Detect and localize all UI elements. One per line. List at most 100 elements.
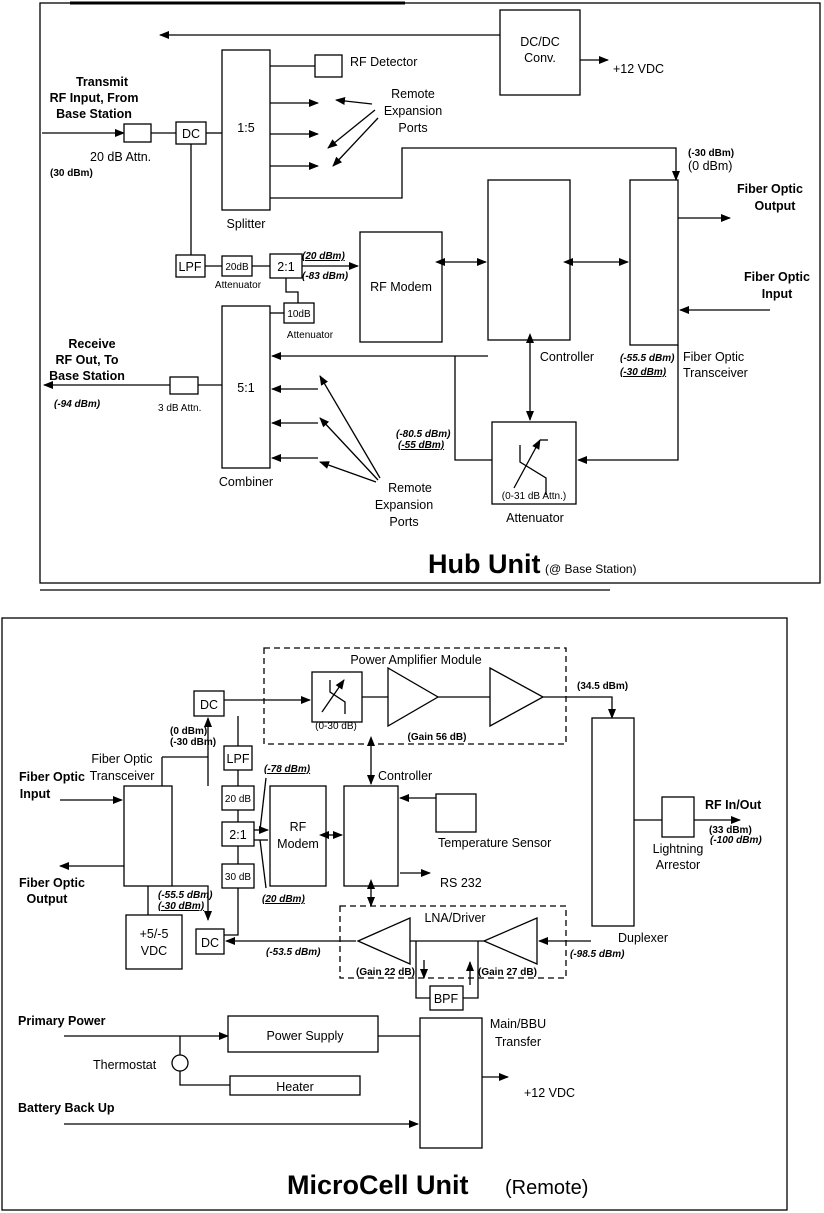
- combiner-box: [221, 305, 271, 469]
- microcell-unit: Power Amplifier Module (0-30 dB) (Gain 5…: [1, 617, 788, 1211]
- hub-rf-modem-box: [359, 231, 443, 343]
- hub-comb21-label: 2:1: [277, 260, 294, 274]
- power-supply-box: [227, 1015, 379, 1053]
- remote-ports-top-2: Expansion: [384, 104, 442, 118]
- primary-power-label: Primary Power: [18, 1014, 106, 1028]
- splitter-label: Splitter: [227, 217, 266, 231]
- micro-controller-label: Controller: [378, 769, 432, 783]
- micro-lvl-m535: (-53.5 dBm): [266, 947, 321, 958]
- lightning-label-1: Lightning: [653, 842, 704, 856]
- variable-attenuator-icon: [519, 445, 547, 495]
- hub-lvl-m30: (-30 dBm): [620, 367, 667, 378]
- hub-level-top-b: (0 dBm): [688, 159, 732, 173]
- micro-rf-modem-box: [269, 785, 327, 887]
- hub-12vdc-label: +12 VDC: [613, 62, 664, 76]
- hub-subtitle: (@ Base Station): [545, 562, 637, 576]
- micro-att20-box: [221, 785, 255, 811]
- micro-title: MicroCell Unit: [287, 1170, 469, 1200]
- micro-frame: [1, 617, 788, 1211]
- lna-label: LNA/Driver: [424, 911, 485, 925]
- remote-ports-bottom-3: Ports: [389, 515, 418, 529]
- hub-lvl-m555: (-55.5 dBm): [620, 353, 675, 364]
- psu-5v-box: [125, 914, 183, 970]
- rf-detector-box: [314, 54, 343, 78]
- micro-lvl-33: (33 dBm): [709, 825, 752, 836]
- micro-lvl-20: (20 dBm): [262, 894, 305, 905]
- hub-level-top-a: (-30 dBm): [688, 148, 734, 159]
- receive-output-2: RF Out, To: [56, 353, 119, 367]
- psu-5v-label-1: +5/-5: [140, 927, 169, 941]
- duplexer-label: Duplexer: [618, 931, 668, 945]
- attn3-box: [169, 376, 199, 395]
- remote-ports-top-1: Remote: [391, 87, 435, 101]
- pam-att-range: (0-30 dB): [315, 721, 357, 732]
- thermostat-icon: [171, 1054, 189, 1072]
- micro-att30-box: [221, 863, 255, 889]
- micro-att30-label: 30 dB: [225, 872, 251, 883]
- micro-subtitle: (Remote): [505, 1177, 588, 1199]
- hub-att20-label: 20dB: [225, 262, 249, 273]
- micro-dc-bottom-label: DC: [201, 936, 219, 950]
- hub-lvl-m94: (-94 dBm): [54, 399, 101, 410]
- hub-lvl-20dbm: (20 dBm): [302, 251, 345, 262]
- pa-amp-1: [387, 666, 440, 728]
- hub-fiber-input-1: Fiber Optic: [744, 270, 810, 284]
- micro-comb21-label: 2:1: [229, 828, 246, 842]
- remote-ports-bottom-1: Remote: [388, 481, 432, 495]
- psu-5v-label-2: VDC: [141, 944, 167, 958]
- transmit-input-1: Transmit: [76, 75, 129, 89]
- receive-output-3: Base Station: [49, 369, 125, 383]
- hub-lvl-m805: (-80.5 dBm): [396, 429, 451, 440]
- micro-att20-label: 20 dB: [225, 794, 251, 805]
- hub-unit: DC/DC Conv. +12 VDC 1:5 Splitter RF Dete…: [39, 1, 821, 591]
- micro-fot-label-2: Transceiver: [90, 769, 155, 783]
- transmit-input-2: RF Input, From: [50, 91, 139, 105]
- splitter-box: [221, 49, 271, 211]
- attn20-box: [123, 123, 152, 143]
- power-supply-label: Power Supply: [266, 1029, 344, 1043]
- hub-attenuator-label: Attenuator: [215, 280, 262, 291]
- hub-rf-modem-label: RF Modem: [370, 280, 432, 294]
- micro-fot-box: [123, 785, 173, 887]
- heater-box: [229, 1075, 361, 1096]
- micro-controller-box: [343, 785, 399, 887]
- rf-inout-label: RF In/Out: [705, 798, 762, 812]
- main-bbu-box: [419, 1017, 483, 1149]
- micro-fiber-input-2: Input: [20, 787, 51, 801]
- hub-fot-box: [629, 179, 679, 346]
- var-att-range: (0-31 dB Attn.): [502, 491, 566, 502]
- receive-output-1: Receive: [68, 337, 115, 351]
- lna-amp-1: [356, 917, 411, 965]
- gain27: (Gain 27 dB): [478, 967, 537, 978]
- attn20-label: 20 dB Attn.: [90, 150, 151, 164]
- dcdc-label-1: DC/DC: [520, 35, 560, 49]
- micro-lvl-m30dbm: (-30 dBm): [170, 737, 216, 748]
- remote-ports-bottom-2: Expansion: [375, 498, 433, 512]
- lightning-label-2: Arrestor: [656, 858, 700, 872]
- duplexer-box: [591, 717, 635, 927]
- hub-controller-label: Controller: [540, 350, 594, 364]
- micro-lvl-m100: (-100 dBm): [710, 835, 762, 846]
- hub-lpf-label: LPF: [179, 260, 202, 274]
- variable-attenuator-box: [491, 421, 577, 505]
- micro-lvl-m30b: (-30 dBm): [158, 901, 205, 912]
- hub-title: Hub Unit: [428, 549, 540, 579]
- battery-label: Battery Back Up: [18, 1101, 115, 1115]
- lvl-345: (34.5 dBm): [577, 681, 628, 692]
- pa-amp-2: [489, 666, 545, 728]
- hub-fiber-input-2: Input: [762, 287, 793, 301]
- splitter-ratio: 1:5: [237, 121, 254, 135]
- micro-lvl-m78: (-78 dBm): [264, 764, 311, 775]
- thermostat-label: Thermostat: [93, 1058, 157, 1072]
- rf-detector-label: RF Detector: [350, 55, 417, 69]
- micro-dc-top-box: [193, 690, 225, 717]
- temp-sensor-box: [435, 793, 477, 833]
- micro-dc-top-label: DC: [200, 698, 218, 712]
- main-bbu-label-1: Main/BBU: [490, 1017, 546, 1031]
- bpf-label: BPF: [434, 992, 459, 1006]
- combiner-ratio: 5:1: [237, 381, 254, 395]
- micro-fiber-output-1: Fiber Optic: [19, 876, 85, 890]
- gain22: (Gain 22 dB): [356, 967, 415, 978]
- micro-fot-label-1: Fiber Optic: [91, 752, 152, 766]
